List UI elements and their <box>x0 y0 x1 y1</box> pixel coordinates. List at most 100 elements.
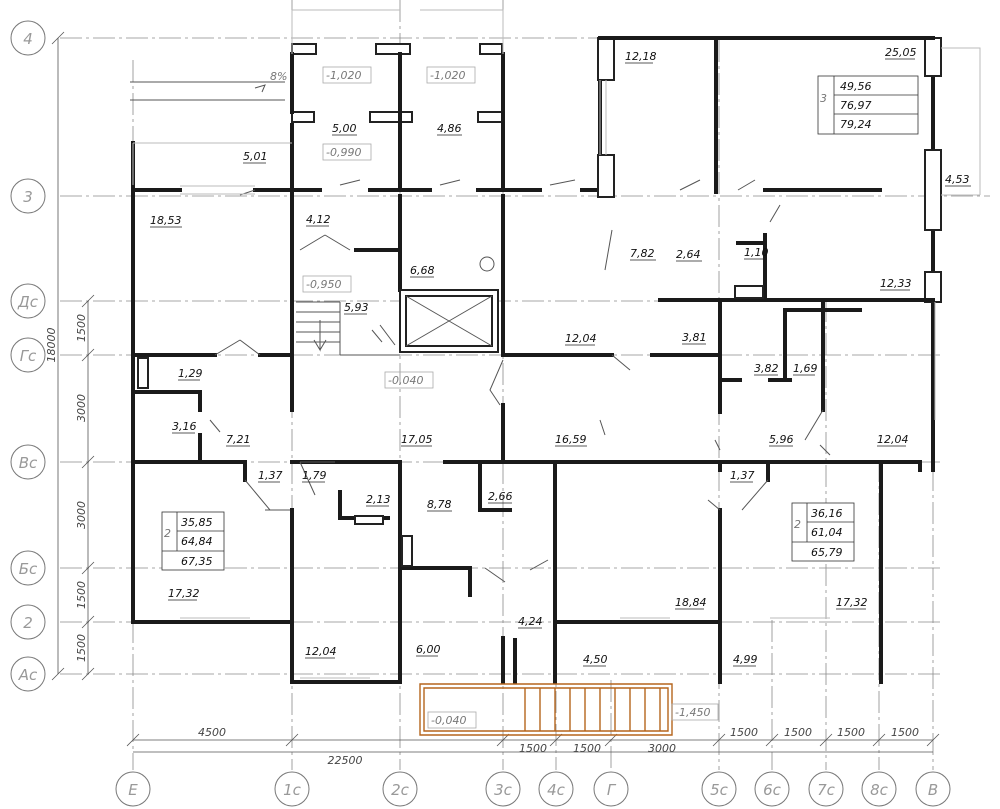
axis-label: 4 <box>23 30 33 48</box>
room-area: 18,53 <box>150 214 182 227</box>
room-area: 16,59 <box>555 433 587 446</box>
axis-label: Г <box>607 781 617 799</box>
level-marks: 8% -1,020 -1,020 -0,990 -0,950 -0,040 -0… <box>270 66 719 729</box>
axis-labels-left: 4 3 Дс Гс Вс Бс 2 Ас <box>10 20 46 692</box>
level-mark: -0,040 <box>431 714 466 727</box>
axis-label: 5с <box>710 781 729 799</box>
level-mark: -1,450 <box>675 706 710 719</box>
room-area: 12,18 <box>625 50 657 63</box>
apartment-living: 49,56 <box>840 80 872 93</box>
room-area: 1,69 <box>793 362 818 375</box>
room-area: 17,32 <box>168 587 200 600</box>
apartment-rooms: 2 <box>794 518 801 531</box>
room-area: 3,81 <box>682 331 707 344</box>
apartment-total: 67,35 <box>181 555 213 568</box>
room-area: 1,10 <box>744 246 769 259</box>
dimension: 1500 <box>784 726 812 739</box>
dimension-chain-left: 18000 1500 3000 3000 1500 1500 <box>45 31 95 681</box>
level-mark: -0,950 <box>306 278 341 291</box>
dimension: 4500 <box>198 726 226 739</box>
room-area: 6,00 <box>416 643 441 656</box>
axis-label: 3 <box>23 188 33 206</box>
room-areas: 12,18 25,05 5,00 4,86 5,01 4,53 18,53 4,… <box>150 46 971 667</box>
axis-label: 7с <box>817 781 836 799</box>
apartment-living: 35,85 <box>181 516 213 529</box>
room-area: 12,04 <box>877 433 909 446</box>
apartment-total: 65,79 <box>811 546 843 559</box>
room-area: 8,78 <box>427 498 452 511</box>
room-area: 1,37 <box>730 469 755 482</box>
walls <box>130 9 981 684</box>
axis-label: Дс <box>17 293 39 311</box>
dimension: 1500 <box>730 726 758 739</box>
room-area: 1,29 <box>178 367 203 380</box>
dimension: 3000 <box>75 394 88 422</box>
room-area: 5,00 <box>332 122 357 135</box>
dimension-total: 18000 <box>45 328 58 363</box>
room-area: 5,01 <box>243 150 268 163</box>
dimension-total: 22500 <box>328 754 363 767</box>
dimension: 1500 <box>519 742 547 755</box>
dimension-chain-bottom: 4500 22500 1500 1500 3000 1500 1500 1500… <box>126 726 940 767</box>
dimension: 1500 <box>75 314 88 342</box>
dimension: 1500 <box>573 742 601 755</box>
apartment-total: 79,24 <box>840 118 872 131</box>
room-area: 2,13 <box>366 493 391 506</box>
axis-label: 4с <box>547 781 566 799</box>
room-area: 25,05 <box>885 46 917 59</box>
room-area: 4,99 <box>733 653 758 666</box>
axis-label: 8с <box>870 781 889 799</box>
axis-label: Ас <box>18 666 38 684</box>
room-area: 1,79 <box>302 469 327 482</box>
room-area: 12,04 <box>565 332 597 345</box>
apartment-table-left: 2 35,85 64,84 67,35 <box>161 511 225 571</box>
axis-label: 3с <box>494 781 513 799</box>
room-area: 5,96 <box>769 433 794 446</box>
room-area: 2,66 <box>488 490 513 503</box>
level-mark: -1,020 <box>326 69 361 82</box>
room-area: 17,32 <box>836 596 868 609</box>
axis-label: 2 <box>23 614 33 632</box>
dimension: 1500 <box>891 726 919 739</box>
apartment-table-right: 2 36,16 61,04 65,79 <box>791 502 855 562</box>
room-area: 1,37 <box>258 469 283 482</box>
axis-label: 2с <box>391 781 410 799</box>
room-area: 4,12 <box>306 213 331 226</box>
dimension: 3000 <box>75 501 88 529</box>
room-area: 4,50 <box>583 653 608 666</box>
axis-labels-bottom: Е 1с 2с 3с 4с Г 5с 6с 7с 8с В <box>115 771 951 807</box>
room-area: 4,86 <box>437 122 462 135</box>
room-area: 12,04 <box>305 645 337 658</box>
room-area: 7,21 <box>226 433 251 446</box>
slope-label: 8% <box>270 70 287 83</box>
dimension: 3000 <box>648 742 676 755</box>
dimension: 1500 <box>75 581 88 609</box>
room-area: 3,16 <box>172 420 197 433</box>
room-area: 6,68 <box>410 264 435 277</box>
axis-label: Гс <box>20 347 37 365</box>
axis-label: 6с <box>763 781 782 799</box>
dimension: 1500 <box>837 726 865 739</box>
dimension: 1500 <box>75 634 88 662</box>
apartment-area: 64,84 <box>181 535 213 548</box>
room-area: 17,05 <box>401 433 433 446</box>
axis-label: В <box>928 781 938 799</box>
room-area: 7,82 <box>630 247 655 260</box>
apartment-rooms: 2 <box>164 527 171 540</box>
apartment-living: 36,16 <box>811 507 843 520</box>
apartment-area: 61,04 <box>811 526 843 539</box>
room-area: 3,82 <box>754 362 779 375</box>
apartment-rooms: 3 <box>820 92 827 105</box>
level-mark: -1,020 <box>430 69 465 82</box>
axis-label: Бс <box>19 560 38 578</box>
axis-label: Е <box>128 781 138 799</box>
axis-label: Вс <box>19 454 38 472</box>
room-area: 2,64 <box>676 248 701 261</box>
room-area: 12,33 <box>880 277 912 290</box>
apartment-area: 76,97 <box>840 99 872 112</box>
room-area: 4,24 <box>518 615 543 628</box>
room-area: 4,53 <box>945 173 970 186</box>
entrance-stair <box>419 683 673 736</box>
level-mark: -0,990 <box>326 146 361 159</box>
